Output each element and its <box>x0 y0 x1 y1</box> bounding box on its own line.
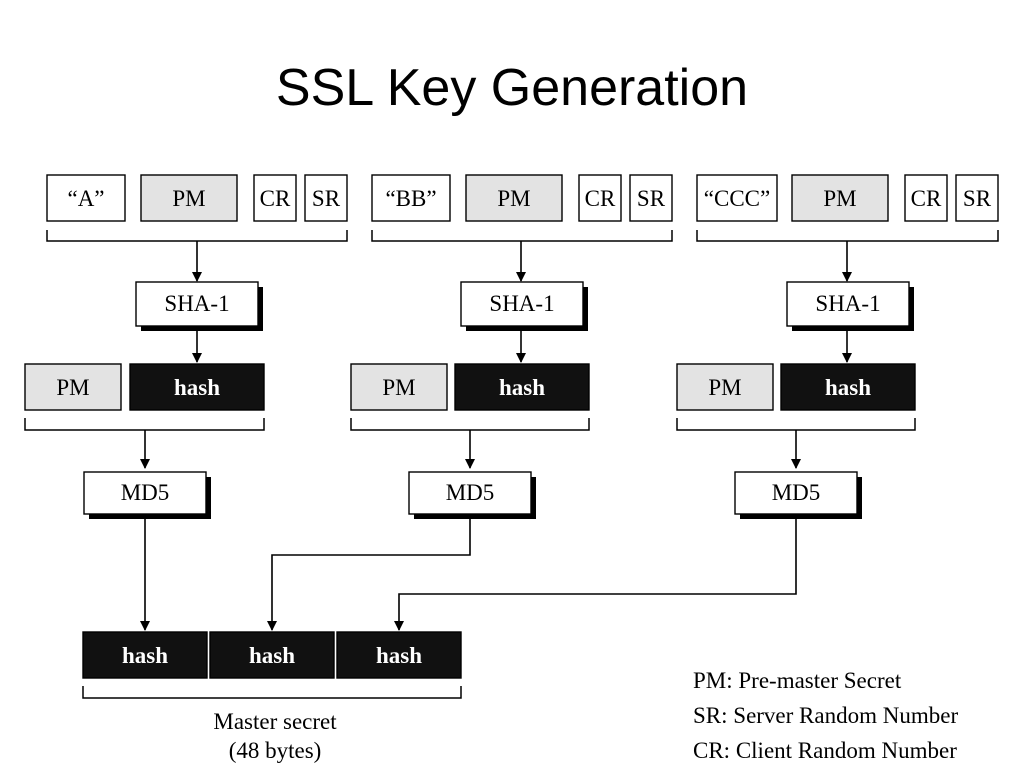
pm-box <box>791 174 889 222</box>
label-text: “CCC” <box>704 186 770 211</box>
page-title: SSL Key Generation <box>275 59 749 117</box>
master-secret: hash hash hash Master secret (48 bytes) <box>82 631 462 763</box>
label-text: “BB” <box>385 186 436 211</box>
legend-item-cr: CR: Client Random Number <box>693 738 957 763</box>
label-text: “A” <box>67 186 104 211</box>
hash-text: hash <box>174 375 220 400</box>
hash-box <box>454 363 590 411</box>
sha-text: SHA-1 <box>164 291 229 316</box>
md5-3-to-hash-3-arrow <box>394 514 797 631</box>
master-size-label: (48 bytes) <box>229 738 322 763</box>
master-hash-box <box>82 631 208 679</box>
bracket <box>371 230 673 242</box>
group-2: “BB” PM CR SR SHA-1 PM hash MD5 <box>350 174 673 519</box>
cr-box <box>578 174 622 222</box>
bracket <box>676 418 916 431</box>
legend-item-sr: SR: Server Random Number <box>693 703 958 728</box>
sr-box <box>629 174 673 222</box>
pm-box <box>676 363 774 411</box>
pm-box <box>24 363 122 411</box>
pm-box <box>465 174 563 222</box>
legend-item-pm: PM: Pre-master Secret <box>693 668 902 693</box>
cr-text: CR <box>260 186 291 211</box>
sr-text: SR <box>963 186 992 211</box>
hash-text: hash <box>499 375 545 400</box>
pm-box <box>140 174 238 222</box>
master-hash-box <box>336 631 462 679</box>
sr-box <box>304 174 348 222</box>
hash-box <box>780 363 916 411</box>
md5-text: MD5 <box>121 480 170 505</box>
pm-box <box>350 363 448 411</box>
label-box <box>371 174 451 222</box>
md5-2-to-hash-2-arrow <box>267 514 471 631</box>
cr-text: CR <box>585 186 616 211</box>
master-hash-text: hash <box>249 643 295 668</box>
md5-box <box>408 471 532 515</box>
pm-text: PM <box>172 186 205 211</box>
label-box <box>696 174 778 222</box>
cr-box <box>253 174 297 222</box>
master-hash-box <box>209 631 335 679</box>
cr-text: CR <box>911 186 942 211</box>
group-3: “CCC” PM CR SR SHA-1 PM hash MD5 <box>676 174 999 519</box>
pm-text: PM <box>823 186 856 211</box>
master-bracket <box>82 686 462 699</box>
legend: PM: Pre-master Secret SR: Server Random … <box>693 668 958 763</box>
sha-box <box>135 281 259 327</box>
sha-text: SHA-1 <box>489 291 554 316</box>
hash-text: hash <box>825 375 871 400</box>
master-hash-text: hash <box>122 643 168 668</box>
hash-box <box>129 363 265 411</box>
label-box <box>46 174 126 222</box>
bracket <box>696 230 999 242</box>
sha-box <box>460 281 584 327</box>
pm-text: PM <box>56 375 89 400</box>
sr-text: SR <box>637 186 666 211</box>
bracket <box>24 418 265 431</box>
sr-box <box>955 174 999 222</box>
bracket <box>46 230 348 242</box>
sha-text: SHA-1 <box>815 291 880 316</box>
bracket <box>350 418 590 431</box>
sr-text: SR <box>312 186 341 211</box>
pm-text: PM <box>497 186 530 211</box>
md5-text: MD5 <box>446 480 495 505</box>
sha-box <box>786 281 910 327</box>
master-hash-text: hash <box>376 643 422 668</box>
group-1: “A” PM CR SR SHA-1 PM hash MD5 <box>24 174 348 519</box>
cr-box <box>904 174 948 222</box>
pm-text: PM <box>382 375 415 400</box>
md5-box <box>83 471 207 515</box>
master-label: Master secret <box>213 709 337 734</box>
md5-text: MD5 <box>772 480 821 505</box>
pm-text: PM <box>708 375 741 400</box>
